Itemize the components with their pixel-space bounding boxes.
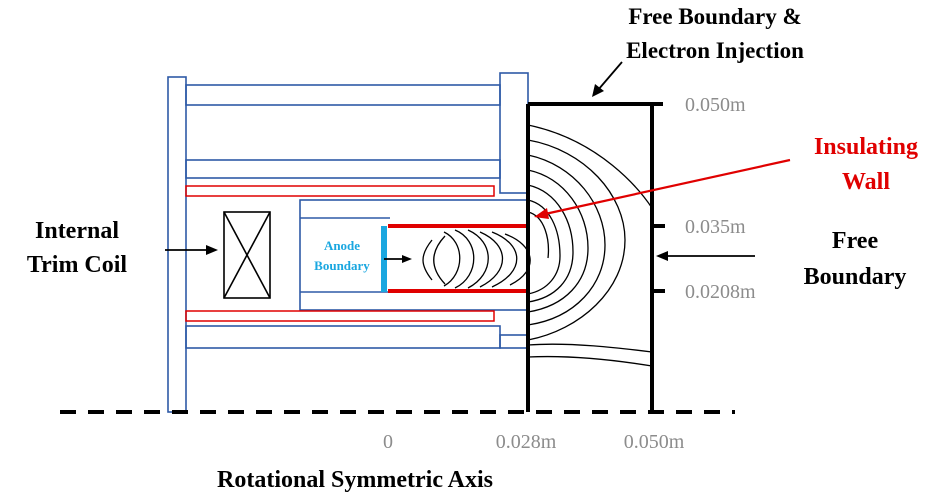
- dimension-y-035: 0.035m: [685, 216, 746, 238]
- insulating-arrow: [534, 158, 791, 219]
- internal-trim-coil-label-line2: Trim Coil: [27, 252, 128, 278]
- internal-trim-coil: [223, 211, 271, 299]
- dimension-x-0028: 0.028m: [496, 431, 557, 453]
- field-lines: [422, 124, 653, 367]
- field-line: [504, 233, 531, 286]
- electron-injection-arrow: [597, 61, 623, 91]
- right-front-plate: [499, 72, 529, 194]
- insulating-wall-label-line1: Insulating: [814, 134, 918, 160]
- field-line: [479, 231, 504, 288]
- insulating-arrow-line: [544, 158, 791, 216]
- annotation-arrows: [165, 61, 755, 263]
- inner-pole-body: [299, 199, 529, 311]
- upper-coil-bar: [185, 185, 495, 197]
- field-line: [467, 229, 489, 289]
- dimension-x-0050: 0.050m: [624, 431, 685, 453]
- trim-coil-cross-b: [223, 211, 271, 299]
- field-line: [433, 235, 446, 285]
- field-line: [422, 239, 433, 281]
- field-line: [527, 199, 561, 295]
- anode-arrowhead: [402, 255, 412, 263]
- free-boundary-right-label-line1: Free: [832, 228, 879, 254]
- insulating-arrowhead: [534, 208, 549, 219]
- free-boundary-top-label-line1: Free Boundary &: [628, 4, 801, 29]
- lower-coil-bar: [185, 310, 495, 322]
- free-boundary-top-label-line2: Electron Injection: [626, 38, 804, 63]
- field-line: [491, 231, 518, 288]
- free-boundary-right-label-line2: Boundary: [804, 264, 907, 290]
- field-line: [527, 355, 653, 367]
- field-line: [527, 154, 606, 326]
- field-line: [454, 229, 475, 289]
- outer-middle-bar: [185, 159, 501, 179]
- internal-trim-coil-label-line1: Internal: [35, 218, 119, 244]
- electron-injection-arrowhead: [592, 84, 604, 97]
- field-line: [527, 343, 653, 353]
- field-line: [527, 169, 589, 313]
- field-line: [527, 124, 653, 209]
- free-boundary-arrowhead: [656, 251, 668, 261]
- left-back-plate: [167, 76, 187, 413]
- field-line: [527, 139, 626, 341]
- anode-boundary-label-line2: Boundary: [314, 258, 370, 273]
- outer-bottom-bar: [185, 325, 501, 349]
- dimension-x-0: 0: [383, 431, 393, 453]
- outer-top-bar: [185, 84, 501, 106]
- front-lower-block: [499, 334, 529, 349]
- anode-boundary-label-line1: Anode: [324, 238, 360, 253]
- insulating-wall-label-line2: Wall: [842, 169, 890, 195]
- trim-coil-arrowhead: [206, 245, 218, 255]
- field-line: [443, 231, 461, 287]
- trim-coil-box: [223, 211, 271, 299]
- field-line: [527, 184, 574, 303]
- dimension-y-050: 0.050m: [685, 94, 746, 116]
- axis-title: Rotational Symmetric Axis: [217, 467, 493, 493]
- dimension-y-0208: 0.0208m: [685, 281, 756, 303]
- field-line: [527, 211, 550, 259]
